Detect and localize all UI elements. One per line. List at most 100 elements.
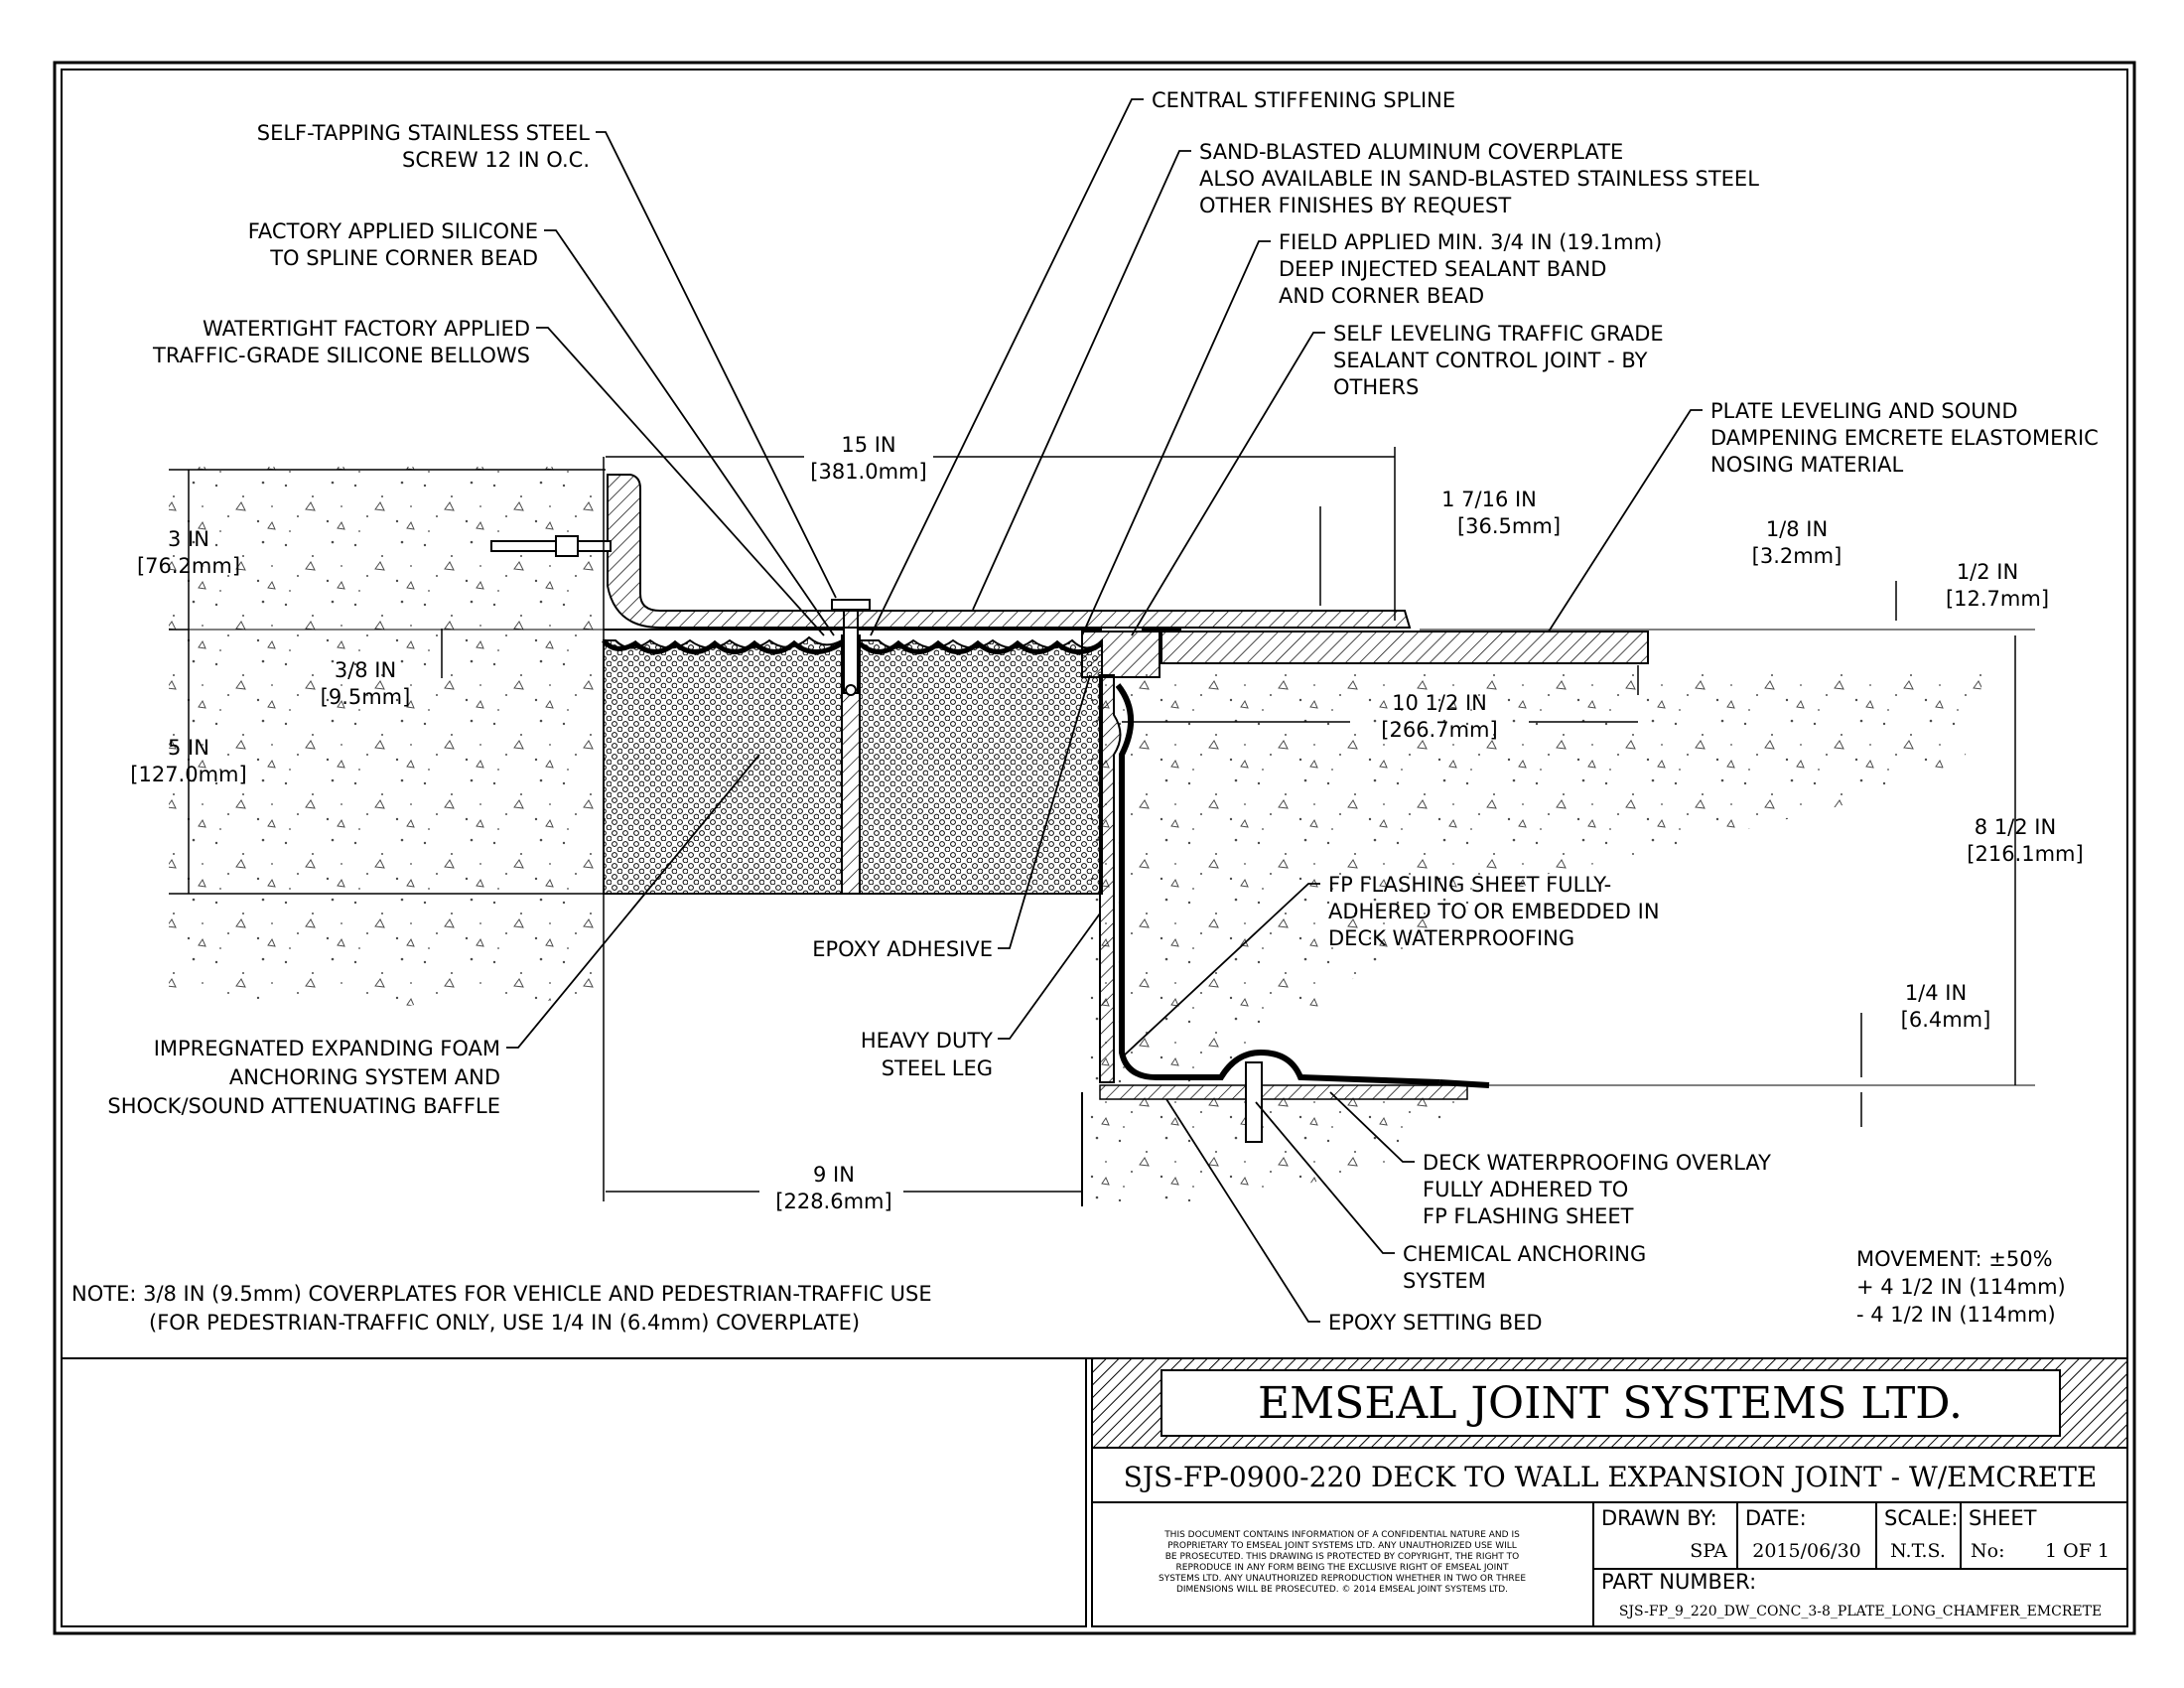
svg-text:[216.1mm]: [216.1mm]	[1967, 842, 2083, 866]
svg-text:5 IN: 5 IN	[168, 736, 209, 760]
label-control-joint: SELF LEVELING TRAFFIC GRADE SEALANT CONT…	[1333, 322, 1664, 399]
coverplate-note: NOTE: 3/8 IN (9.5mm) COVERPLATES FOR VEH…	[71, 1282, 932, 1335]
fp-flashing-sheet	[1115, 683, 1440, 1085]
dim-5: 5 IN [127.0mm]	[130, 736, 246, 786]
svg-text:DEEP INJECTED SEALANT BAND: DEEP INJECTED SEALANT BAND	[1279, 257, 1606, 281]
drawing-title: SJS-FP-0900-220 DECK TO WALL EXPANSION J…	[1124, 1461, 2098, 1493]
svg-text:[76.2mm]: [76.2mm]	[137, 554, 240, 578]
svg-text:FP FLASHING SHEET FULLY-: FP FLASHING SHEET FULLY-	[1328, 873, 1611, 897]
epoxy-setting-bed	[1099, 1084, 1468, 1100]
sheet-value: 1 OF 1	[2045, 1540, 2110, 1562]
dimension-lines	[169, 447, 2016, 1201]
svg-text:THIS DOCUMENT CONTAINS INFORMA: THIS DOCUMENT CONTAINS INFORMATION OF A …	[1163, 1530, 1520, 1540]
sealant-band	[1081, 631, 1160, 678]
scale-value: N.T.S.	[1890, 1540, 1946, 1562]
label-epoxy-bed: EPOXY SETTING BED	[1328, 1311, 1543, 1335]
label-bellows: WATERTIGHT FACTORY APPLIED TRAFFIC-GRADE…	[152, 317, 530, 367]
company-name: EMSEAL JOINT SYSTEMS LTD.	[1258, 1378, 1963, 1429]
svg-text:[266.7mm]: [266.7mm]	[1381, 718, 1497, 742]
part-number-label: PART NUMBER:	[1601, 1570, 1756, 1594]
label-foam: IMPREGNATED EXPANDING FOAM ANCHORING SYS…	[107, 1037, 500, 1118]
label-silicone-bead: FACTORY APPLIED SILICONE TO SPLINE CORNE…	[248, 219, 538, 270]
svg-text:[6.4mm]: [6.4mm]	[1901, 1008, 1991, 1032]
dim-1-8: 1/8 IN [3.2mm]	[1752, 517, 1843, 568]
dim-10-1-2: 10 1/2 IN [266.7mm]	[1381, 691, 1497, 742]
date-label: DATE:	[1745, 1506, 1807, 1530]
label-overlay: DECK WATERPROOFING OVERLAY FULLY ADHERED…	[1423, 1151, 1771, 1228]
svg-text:3/8 IN: 3/8 IN	[335, 658, 396, 682]
bellows-right	[858, 639, 1104, 654]
deck-concrete	[1087, 670, 1985, 1092]
svg-text:[12.7mm]: [12.7mm]	[1946, 587, 2049, 611]
lower-concrete	[1082, 1097, 1459, 1201]
svg-text:NOTE: 3/8 IN (9.5mm) COVERPLAT: NOTE: 3/8 IN (9.5mm) COVERPLATES FOR VEH…	[71, 1282, 932, 1306]
svg-text:SELF-TAPPING STAINLESS STEEL: SELF-TAPPING STAINLESS STEEL	[257, 121, 591, 145]
svg-text:[3.2mm]: [3.2mm]	[1752, 544, 1843, 568]
svg-text:WATERTIGHT FACTORY APPLIED: WATERTIGHT FACTORY APPLIED	[203, 317, 530, 341]
label-spline: CENTRAL STIFFENING SPLINE	[1152, 88, 1455, 112]
svg-text:SHOCK/SOUND ATTENUATING BAFFLE: SHOCK/SOUND ATTENUATING BAFFLE	[107, 1094, 500, 1118]
dim-9: 9 IN [228.6mm]	[775, 1163, 891, 1213]
svg-text:SELF LEVELING TRAFFIC GRADE: SELF LEVELING TRAFFIC GRADE	[1333, 322, 1664, 346]
svg-text:STEEL LEG: STEEL LEG	[882, 1056, 993, 1080]
company-box	[1160, 1369, 2061, 1437]
dim-1-2: 1/2 IN [12.7mm]	[1946, 560, 2049, 611]
svg-text:ADHERED TO OR EMBEDDED IN: ADHERED TO OR EMBEDDED IN	[1328, 900, 1660, 923]
foam-right	[859, 637, 1103, 895]
outer-border	[53, 61, 2136, 1635]
svg-text:15 IN: 15 IN	[841, 433, 895, 457]
svg-text:ANCHORING SYSTEM AND: ANCHORING SYSTEM AND	[229, 1065, 500, 1089]
svg-text:8 1/2 IN: 8 1/2 IN	[1975, 815, 2056, 839]
drawn-by-label: DRAWN BY:	[1601, 1506, 1717, 1530]
svg-text:ALSO AVAILABLE IN SAND-BLASTED: ALSO AVAILABLE IN SAND-BLASTED STAINLESS…	[1199, 167, 1759, 191]
title-box	[1091, 1447, 2128, 1503]
disclaimer-box	[1091, 1501, 1594, 1627]
svg-text:[36.5mm]: [36.5mm]	[1457, 514, 1561, 538]
emcrete-nosing	[1160, 631, 1649, 664]
date-value: 2015/06/30	[1752, 1540, 1861, 1562]
drawn-by-value: SPA	[1690, 1540, 1727, 1562]
svg-text:DECK WATERPROOFING OVERLAY: DECK WATERPROOFING OVERLAY	[1423, 1151, 1771, 1175]
svg-text:(FOR PEDESTRIAN-TRAFFIC ONLY,: (FOR PEDESTRIAN-TRAFFIC ONLY, USE 1/4 IN…	[149, 1311, 860, 1335]
svg-text:BE PROSECUTED. THIS DRAWING IS: BE PROSECUTED. THIS DRAWING IS PROTECTED…	[1165, 1552, 1520, 1562]
svg-text:DIMENSIONS WILL BE PROSECUTED.: DIMENSIONS WILL BE PROSECUTED. © 2014 EM…	[1176, 1585, 1508, 1595]
svg-text:1/2 IN: 1/2 IN	[1957, 560, 2018, 584]
sheet-no-label: No:	[1971, 1540, 2004, 1562]
dim-3: 3 IN [76.2mm]	[137, 527, 240, 578]
svg-text:AND CORNER BEAD: AND CORNER BEAD	[1279, 284, 1484, 308]
steel-leg	[1099, 674, 1122, 1083]
anchor-bolt	[490, 540, 612, 552]
info-box	[1592, 1501, 2128, 1627]
svg-text:9 IN: 9 IN	[813, 1163, 855, 1187]
dim-3-8: 3/8 IN [9.5mm]	[321, 658, 411, 709]
label-sealant-band: FIELD APPLIED MIN. 3/4 IN (19.1mm) DEEP …	[1279, 230, 1662, 308]
svg-text:PLATE LEVELING AND SOUND: PLATE LEVELING AND SOUND	[1710, 399, 2018, 423]
dim-15: 15 IN [381.0mm]	[810, 433, 926, 484]
label-epoxy-adhesive: EPOXY ADHESIVE	[812, 937, 993, 961]
svg-text:FP FLASHING SHEET: FP FLASHING SHEET	[1423, 1204, 1634, 1228]
dim-1-7-16: 1 7/16 IN [36.5mm]	[1441, 488, 1561, 538]
label-screw: SELF-TAPPING STAINLESS STEEL SCREW 12 IN…	[257, 121, 591, 172]
svg-text:OTHER FINISHES BY REQUEST: OTHER FINISHES BY REQUEST	[1199, 194, 1511, 217]
svg-text:HEAVY DUTY: HEAVY DUTY	[861, 1029, 993, 1053]
label-coverplate: SAND-BLASTED ALUMINUM COVERPLATE ALSO AV…	[1199, 140, 1759, 217]
svg-text:SCREW 12 IN O.C.: SCREW 12 IN O.C.	[402, 148, 590, 172]
svg-text:FULLY ADHERED TO: FULLY ADHERED TO	[1423, 1178, 1628, 1201]
part-number-value: SJS-FP_9_220_DW_CONC_3-8_PLATE_LONG_CHAM…	[1619, 1604, 2102, 1619]
svg-text:[127.0mm]: [127.0mm]	[130, 763, 246, 786]
dim-8-1-2: 8 1/2 IN [216.1mm]	[1967, 815, 2083, 866]
svg-text:1/8 IN: 1/8 IN	[1766, 517, 1828, 541]
svg-text:NOSING MATERIAL: NOSING MATERIAL	[1710, 453, 1904, 477]
svg-text:IMPREGNATED EXPANDING FOAM: IMPREGNATED EXPANDING FOAM	[154, 1037, 500, 1060]
svg-text:TO SPLINE CORNER BEAD: TO SPLINE CORNER BEAD	[269, 246, 538, 270]
svg-text:SYSTEMS LTD. ANY UNAUTHORIZED: SYSTEMS LTD. ANY UNAUTHORIZED REPRODUCTI…	[1159, 1574, 1526, 1584]
svg-text:FIELD APPLIED MIN. 3/4 IN (19.: FIELD APPLIED MIN. 3/4 IN (19.1mm)	[1279, 230, 1662, 254]
label-flashing: FP FLASHING SHEET FULLY- ADHERED TO OR E…	[1328, 873, 1660, 950]
svg-text:DECK WATERPROOFING: DECK WATERPROOFING	[1328, 926, 1574, 950]
label-chem-anchor: CHEMICAL ANCHORING SYSTEM	[1403, 1242, 1646, 1293]
svg-text:- 4 1/2 IN (114mm): - 4 1/2 IN (114mm)	[1856, 1303, 2056, 1327]
svg-text:CHEMICAL ANCHORING: CHEMICAL ANCHORING	[1403, 1242, 1646, 1266]
foam-left	[603, 635, 843, 895]
